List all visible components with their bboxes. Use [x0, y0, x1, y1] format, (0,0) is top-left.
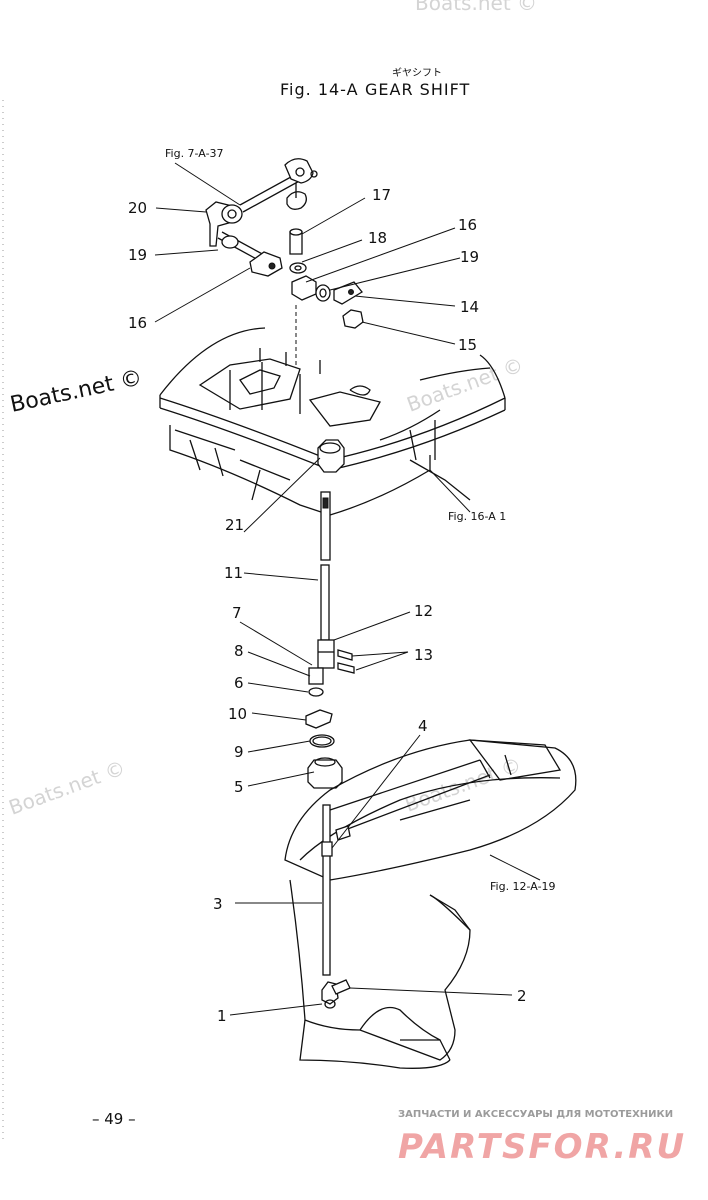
- watermark-lower-left: Boats.net ©: [6, 755, 129, 819]
- shift-rod: [305, 564, 355, 789]
- brand-tagline: ЗАПЧАСТИ И АКСЕССУАРЫ ДЛЯ МОТОТЕХНИКИ: [398, 1109, 673, 1120]
- figure-title: GEAR SHIFT: [365, 80, 470, 99]
- watermark-mid: Boats.net ©: [404, 352, 527, 416]
- callout-14: 14: [460, 298, 479, 316]
- callout-2: 2: [517, 987, 527, 1005]
- shift-linkage-assembly: [205, 158, 364, 365]
- watermark-top: Boats.net ©: [415, 0, 537, 15]
- callout-20: 20: [128, 199, 147, 217]
- callout-10: 10: [228, 705, 247, 723]
- callout-13: 13: [414, 646, 433, 664]
- callout-11: 11: [224, 564, 243, 582]
- ref-fig-16-a-1: Fig. 16-A 1: [448, 510, 506, 523]
- watermark-lower-right: Boats.net ©: [402, 752, 525, 816]
- callout-19-right: 19: [460, 248, 479, 266]
- callout-15: 15: [458, 336, 477, 354]
- callout-16-left: 16: [128, 314, 147, 332]
- callout-17: 17: [372, 186, 391, 204]
- callout-5: 5: [234, 778, 244, 796]
- lower-unit-housing: [284, 739, 577, 1069]
- callout-16-right: 16: [458, 216, 477, 234]
- callout-8: 8: [234, 642, 244, 660]
- callout-21: 21: [225, 516, 244, 534]
- drive-shaft-housing-upper: [159, 327, 506, 561]
- callout-18: 18: [368, 229, 387, 247]
- title-kana: ギヤシフト: [392, 67, 442, 79]
- callout-19-left: 19: [128, 246, 147, 264]
- callout-7: 7: [232, 604, 242, 622]
- ref-fig-7-a-37: Fig. 7-A-37: [165, 147, 224, 160]
- watermark-left: Boats.net ©: [8, 366, 144, 418]
- leader-lines: [154, 162, 541, 1016]
- callout-1: 1: [217, 1007, 227, 1025]
- callout-3: 3: [213, 895, 223, 913]
- callout-9: 9: [234, 743, 244, 761]
- callout-4: 4: [418, 717, 428, 735]
- callout-12: 12: [414, 602, 433, 620]
- figure-id: Fig. 14-A: [280, 80, 359, 99]
- page-number: – 49 –: [92, 1110, 136, 1128]
- ref-fig-12-a-19: Fig. 12-A-19: [490, 880, 556, 893]
- callout-6: 6: [234, 674, 244, 692]
- brand-logo: PARTSFOR.RU: [398, 1127, 686, 1167]
